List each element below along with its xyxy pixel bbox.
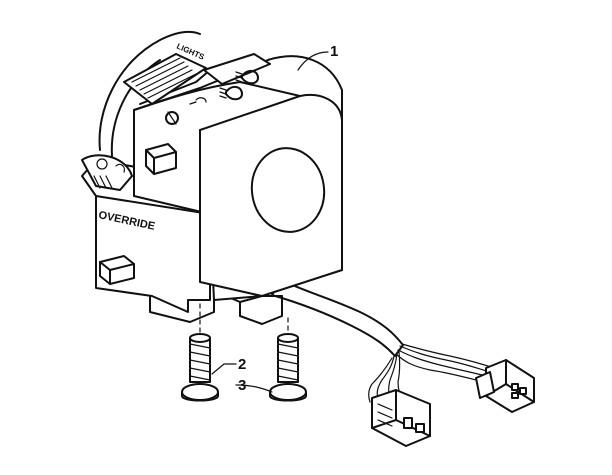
alignment-lines — [199, 303, 289, 335]
power-icon — [165, 111, 179, 125]
callout-3-number: 3 — [238, 377, 246, 394]
callout-2: 2 — [211, 356, 246, 375]
side-control — [81, 154, 133, 191]
callout-1-number: 1 — [330, 43, 338, 60]
headlight-icons — [189, 70, 259, 105]
lights-rocker-switch: LIGHTS — [123, 42, 207, 105]
callout-3: 3 — [235, 377, 273, 394]
screw-3 — [269, 333, 307, 402]
callout-2-number: 2 — [238, 356, 246, 373]
callout-1: 1 — [297, 43, 338, 71]
switch-housing: LIGHTS — [81, 31, 343, 325]
connector-right — [475, 359, 535, 413]
upper-push-button — [145, 143, 177, 175]
screw-2 — [181, 333, 219, 402]
connector-left — [371, 389, 431, 447]
handlebar-bore — [250, 147, 326, 233]
override-push-button — [99, 255, 135, 285]
wire-harness — [271, 279, 495, 403]
